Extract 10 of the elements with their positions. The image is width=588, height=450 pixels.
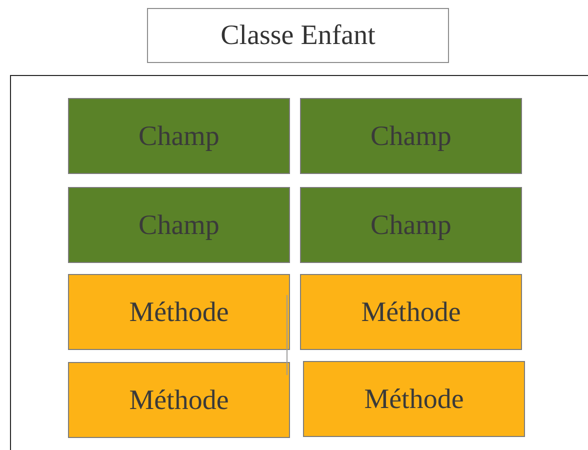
method-box: Méthode bbox=[303, 361, 525, 437]
field-box: Champ bbox=[68, 98, 290, 174]
method-box: Méthode bbox=[68, 274, 290, 350]
method-box: Méthode bbox=[68, 362, 290, 438]
field-box: Champ bbox=[68, 187, 290, 263]
class-title-box: Classe Enfant bbox=[147, 8, 449, 63]
field-box: Champ bbox=[300, 98, 522, 174]
class-frame bbox=[10, 75, 588, 450]
method-box: Méthode bbox=[300, 274, 522, 350]
field-box: Champ bbox=[300, 187, 522, 263]
